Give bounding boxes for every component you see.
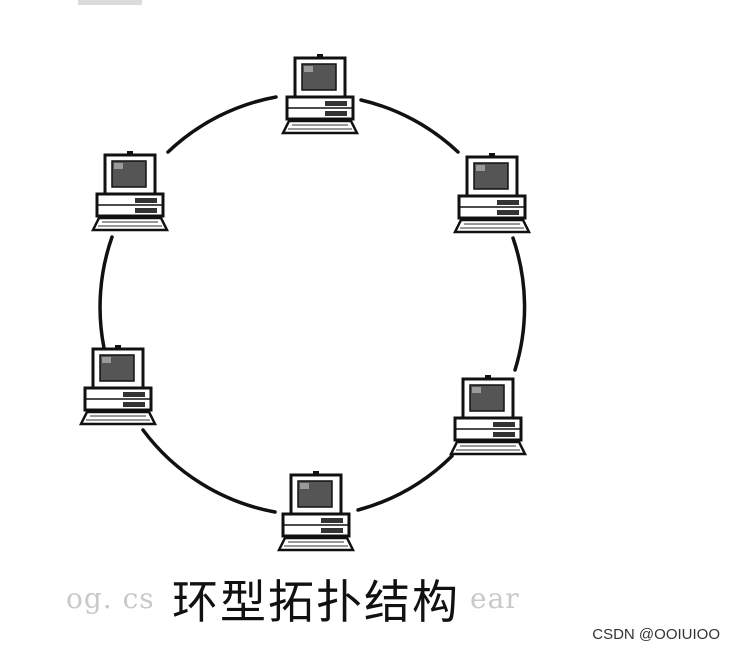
desktop-computer-icon	[91, 149, 169, 232]
ring-segment-right	[511, 236, 527, 372]
cropped-text-fragment	[78, 0, 142, 5]
desktop-computer-icon	[449, 373, 527, 456]
computer-node-bottom-left	[79, 343, 157, 426]
computer-node-top	[281, 52, 359, 135]
ring-segment-top-left	[166, 95, 278, 154]
desktop-computer-icon	[277, 469, 355, 552]
ring-segment-left	[98, 235, 114, 350]
ring-link	[98, 95, 527, 514]
desktop-computer-icon	[79, 343, 157, 426]
ring-segment-top-right	[359, 98, 460, 154]
watermark-left: og. cs	[66, 582, 155, 615]
diagram-title: 环型拓扑结构	[172, 575, 460, 629]
computer-node-bottom-right	[449, 373, 527, 456]
ring-segment-bottom-right	[356, 454, 454, 512]
source-credit: CSDN @OOIUIOO	[592, 626, 720, 643]
watermark-right: ear	[470, 582, 520, 615]
computer-node-bottom	[277, 469, 355, 552]
computer-node-top-left	[91, 149, 169, 232]
desktop-computer-icon	[453, 151, 531, 234]
ring-segment-bottom-left	[141, 428, 277, 514]
desktop-computer-icon	[281, 52, 359, 135]
computer-node-top-right	[453, 151, 531, 234]
